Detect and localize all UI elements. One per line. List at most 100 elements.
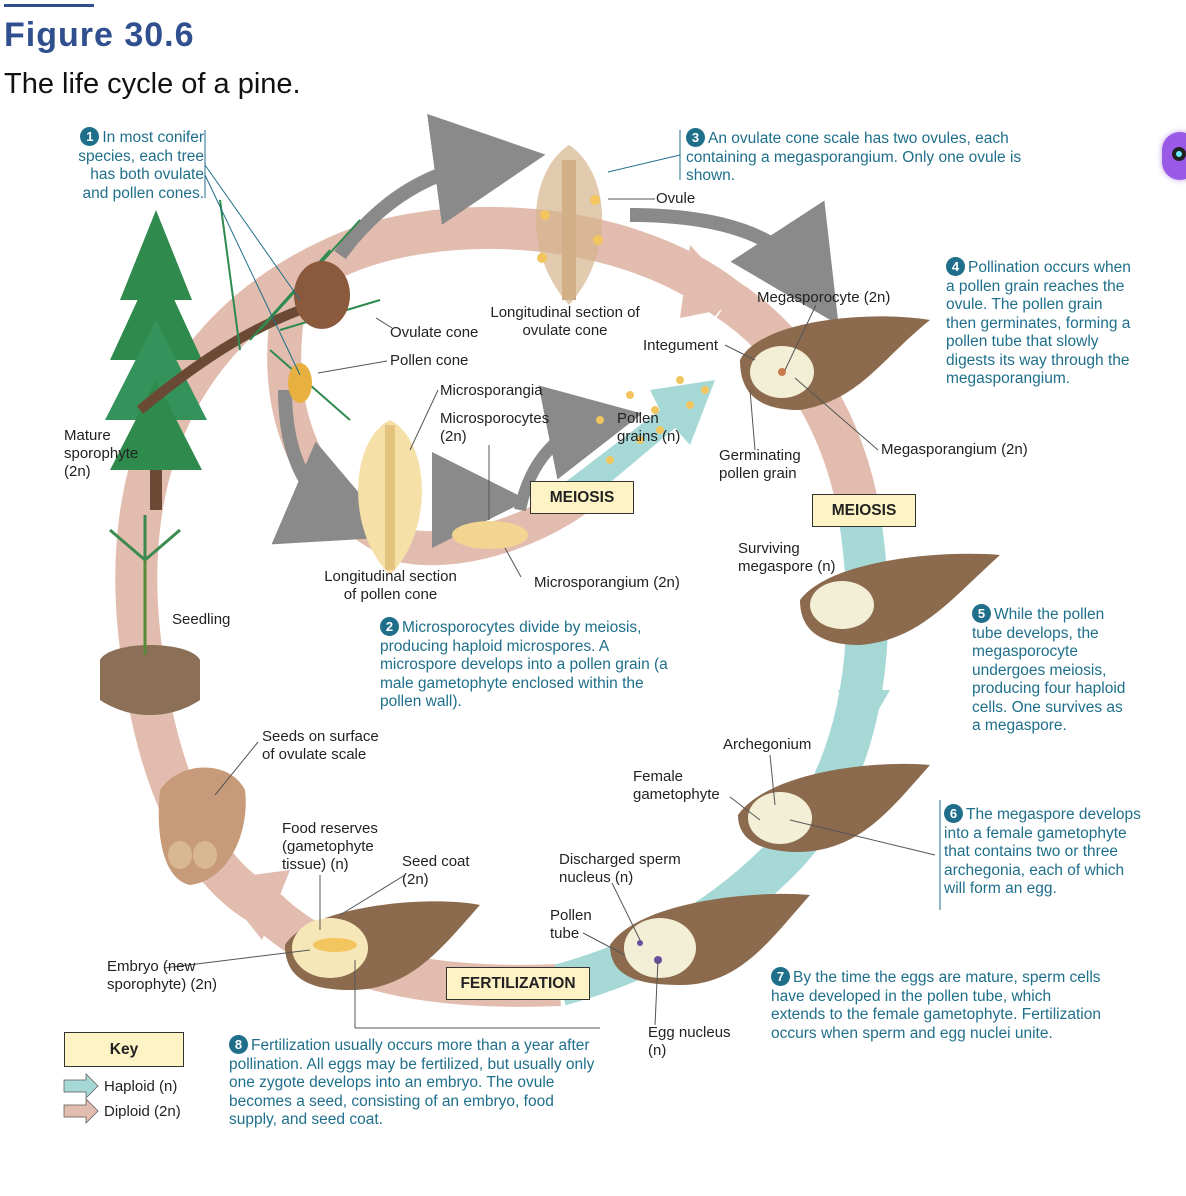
ovulate-scale-with-seeds xyxy=(158,767,246,885)
label-long-section-ovulate: Longitudinal section of ovulate cone xyxy=(490,304,640,339)
key-title: Key xyxy=(64,1032,184,1067)
ovule-pollination xyxy=(740,316,930,410)
key-diploid-arrow xyxy=(63,1098,99,1124)
figure-title: Figure 30.6 xyxy=(4,16,195,54)
haploid-arrowhead-right xyxy=(838,690,890,745)
ovule-megaspore xyxy=(800,553,1000,645)
label-egg-nucleus: Egg nucleus (n) xyxy=(648,1024,731,1059)
label-archegonium: Archegonium xyxy=(723,736,812,753)
leader-ovulate-cone xyxy=(375,317,393,329)
gray-arrow-to-ovule xyxy=(629,200,839,325)
microsporangium-shape xyxy=(452,521,528,549)
label-seed-coat: Seed coat (2n) xyxy=(402,853,470,888)
gray-arrow-to-ovulate-section xyxy=(334,113,546,260)
step-1-body: In most conifer species, each tree has b… xyxy=(78,129,204,202)
label-food-reserves: Food reserves (gametophyte tissue) (n) xyxy=(282,820,378,873)
leader-seed-coat xyxy=(339,874,406,916)
pollen-cone-section xyxy=(358,420,422,575)
gray-arrow-to-pollen-section xyxy=(271,389,397,545)
leader-megasporangium xyxy=(794,377,879,451)
gray-arrow-to-pollen-grains xyxy=(514,385,643,512)
label-germinating-pollen: Germinating pollen grain xyxy=(719,447,801,482)
key-haploid-label: Haploid (n) xyxy=(104,1078,178,1095)
leader-step-6 xyxy=(789,819,936,856)
pine-branch xyxy=(136,199,381,421)
step-6-number: 6 xyxy=(944,804,963,823)
step-2-number: 2 xyxy=(380,617,399,636)
step-7-number: 7 xyxy=(771,967,790,986)
step-3-number: 3 xyxy=(686,128,705,147)
leader-integument xyxy=(724,344,756,361)
seedling-graphic xyxy=(100,515,200,715)
step-8-number: 8 xyxy=(229,1035,248,1054)
leader-microsporangium xyxy=(504,547,522,578)
leader-pollen-tube xyxy=(582,932,626,956)
step-8-body: Fertilization usually occurs more than a… xyxy=(229,1037,595,1128)
diploid-arrowhead-top xyxy=(680,245,745,318)
label-microsporangium: Microsporangium (2n) xyxy=(534,574,680,591)
label-integument: Integument xyxy=(643,337,719,354)
label-seeds-on-surface: Seeds on surface of ovulate scale xyxy=(262,728,379,763)
pollen-cone-shape xyxy=(288,363,312,403)
leader-pollen-cone xyxy=(317,360,388,374)
assistant-launcher-icon[interactable] xyxy=(1162,132,1186,180)
leader-seeds-surface xyxy=(214,741,259,796)
step-1-leader-a xyxy=(204,164,301,301)
fertilization-box: FERTILIZATION xyxy=(446,967,590,1000)
step-5-body: While the pollen tube develops, the mega… xyxy=(972,606,1126,734)
step-2-body: Microsporocytes divide by meiosis, produ… xyxy=(380,619,668,710)
pollen-grains-cluster xyxy=(596,376,709,464)
figure-subtitle: The life cycle of a pine. xyxy=(4,68,301,100)
key-diploid-label: Diploid (2n) xyxy=(104,1103,181,1120)
leader-egg-nucleus xyxy=(654,959,659,1026)
ovule-fertilization xyxy=(610,893,810,985)
step-3-body: An ovulate cone scale has two ovules, ea… xyxy=(686,130,1022,184)
gray-arrow-to-microsporangium xyxy=(431,451,528,548)
ovulate-cone-section xyxy=(535,145,603,305)
title-accent-bar xyxy=(4,4,94,7)
meiosis-box-pollen: MEIOSIS xyxy=(530,481,634,514)
leader-megasporocyte xyxy=(784,304,817,371)
label-pollen-grains: Pollen grains (n) xyxy=(617,410,681,445)
step-1-leader-b xyxy=(204,174,301,376)
label-megasporangium: Megasporangium (2n) xyxy=(881,441,1028,458)
label-microsporocytes: Microsporocytes (2n) xyxy=(440,410,550,445)
label-surviving-megaspore: Surviving megaspore (n) xyxy=(738,540,836,575)
leader-female-gametophyte xyxy=(729,796,761,821)
ovulate-cone-shape xyxy=(294,261,350,329)
label-pollen-tube: Pollen tube xyxy=(550,907,592,942)
seed-with-embryo xyxy=(285,901,480,990)
label-seedling: Seedling xyxy=(172,611,231,628)
label-ovulate-cone: Ovulate cone xyxy=(390,324,479,341)
ovule-female-gametophyte xyxy=(738,763,930,852)
label-discharged-sperm: Discharged sperm nucleus (n) xyxy=(559,851,681,886)
key-haploid-arrow xyxy=(63,1073,99,1099)
assistant-pupil xyxy=(1176,151,1182,157)
leader-discharged-sperm xyxy=(611,882,641,941)
leader-germinating-pollen xyxy=(749,389,756,451)
meiosis-box-ovule: MEIOSIS xyxy=(812,494,916,527)
step-1-number: 1 xyxy=(80,127,100,146)
step-4-number: 4 xyxy=(946,257,965,276)
label-female-gametophyte: Female gametophyte xyxy=(633,768,720,803)
leader-archegonium xyxy=(769,754,776,806)
label-microsporangia: Microsporangia xyxy=(440,382,543,399)
label-mature-sporophyte: Mature sporophyte (2n) xyxy=(64,427,139,480)
mature-pine-tree xyxy=(105,210,207,510)
leader-embryo xyxy=(163,949,311,969)
step-3-leader xyxy=(607,154,681,173)
label-long-section-pollen: Longitudinal section of pollen cone xyxy=(324,568,457,603)
step-5-number: 5 xyxy=(972,604,991,623)
label-megasporocyte: Megasporocyte (2n) xyxy=(757,289,891,306)
label-ovule: Ovule xyxy=(656,190,696,207)
leader-microsporangia xyxy=(409,389,439,451)
